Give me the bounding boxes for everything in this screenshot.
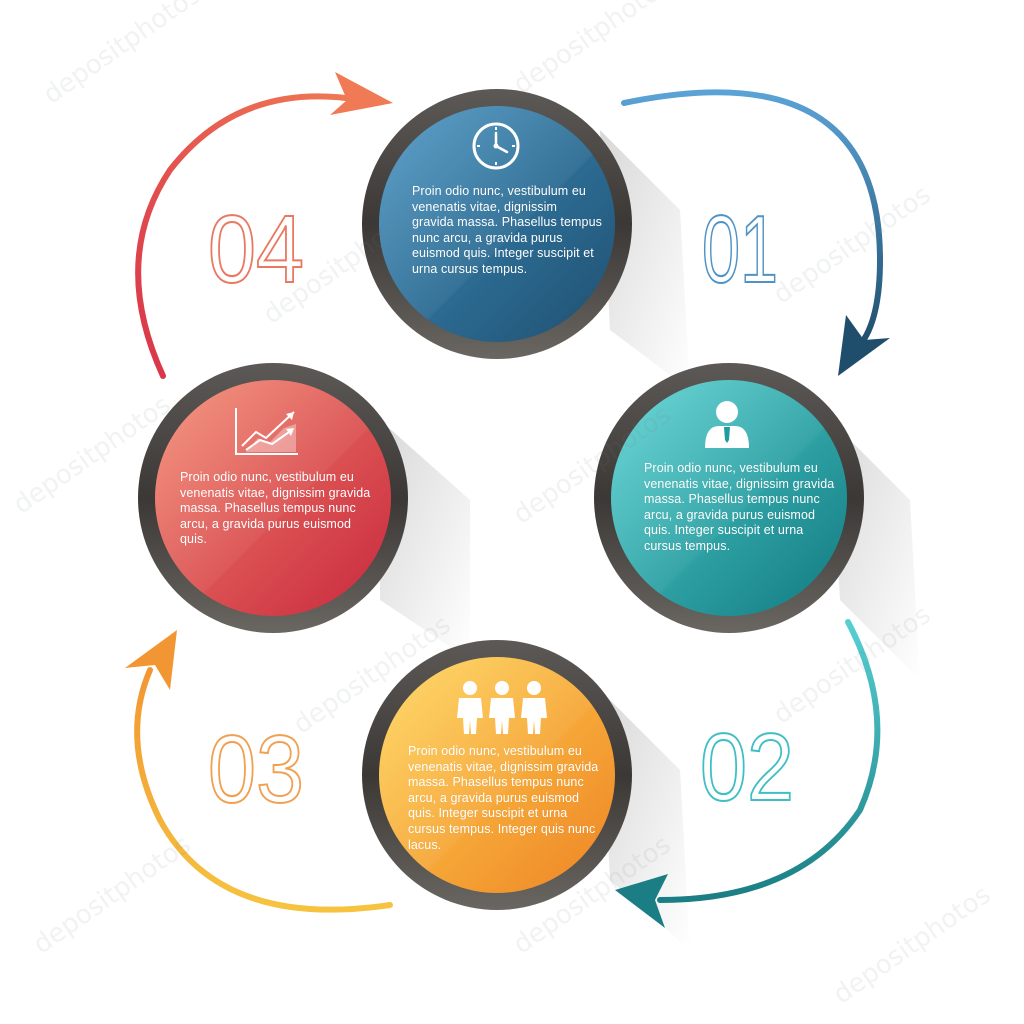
step-number-01: 01 [702,196,778,303]
step-02-text: Proin odio nunc, vestibulum eu venenatis… [644,461,835,553]
step-number-02: 02 [700,714,794,821]
step-04-text: Proin odio nunc, vestibulum eu venenatis… [180,470,371,547]
step-03-text: Proin odio nunc, vestibulum eu venenatis… [408,744,599,852]
businessman-icon [705,401,749,448]
team-icon [457,681,547,734]
arrowhead-02 [615,874,668,928]
step-number-03: 03 [208,716,304,823]
arrow-arc-04 [135,93,363,379]
step-number-04: 04 [208,196,304,303]
clock-icon [472,122,520,170]
arrow-arc-02 [657,619,881,903]
arrow-arc-01 [621,89,884,348]
arrowhead-03 [125,630,177,690]
step-circle-02 [594,363,864,633]
step-circle-01 [362,89,632,359]
step-01-text: Proin odio nunc, vestibulum eu venenatis… [412,184,602,276]
arrowhead-04 [330,72,393,115]
step-circle-03 [362,640,632,910]
cycle-arrows [125,72,890,928]
arrowhead-01 [838,315,890,376]
arrow-arc-03 [134,667,393,913]
step-numbers: 01 02 03 04 [207,195,795,824]
growth-chart-icon [235,408,298,455]
step-circle-04 [138,363,408,633]
